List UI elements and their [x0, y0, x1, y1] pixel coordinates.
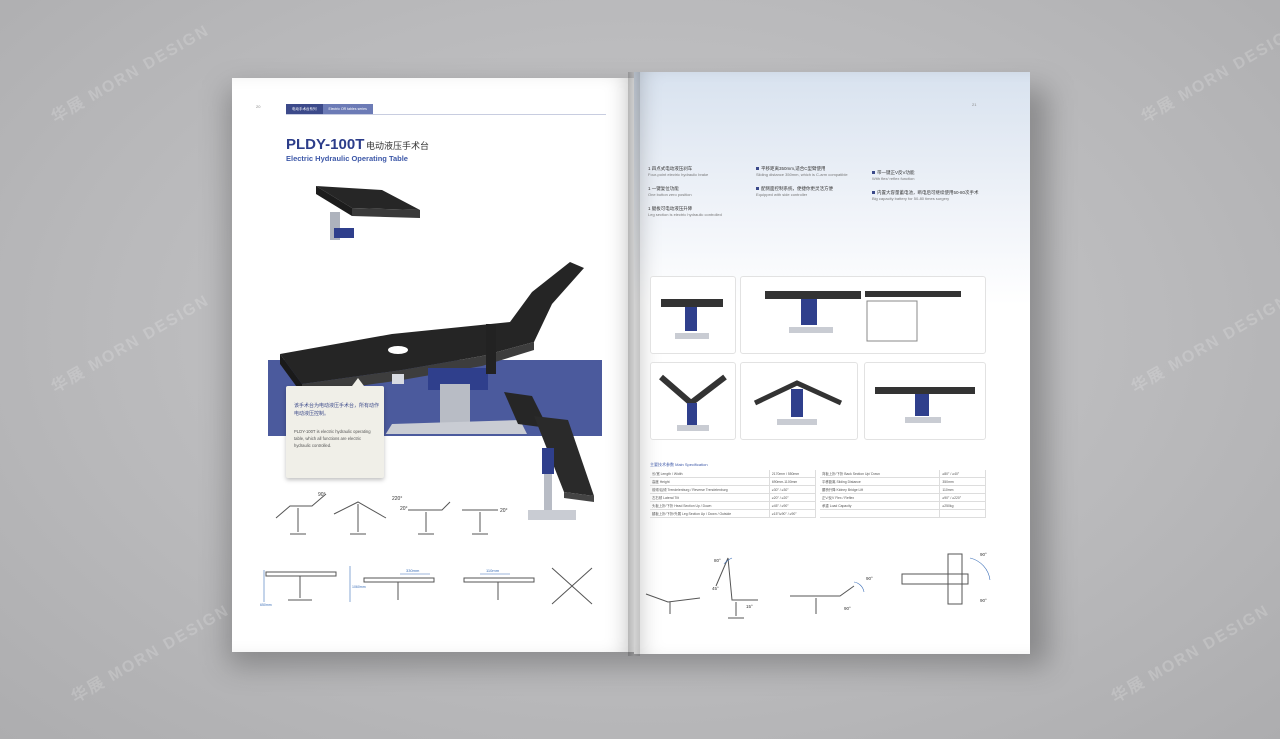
table-row: 前倾/后倾 Trendelenburg / Reverse Trendelenb… [650, 485, 817, 494]
watermark: 华展 MORN DESIGN [1108, 602, 1273, 707]
table-row: 背板上折/下折 Back Section Up/ Down≥80° / ≥40° [820, 470, 986, 478]
diagram-label-90-c: 90° [980, 552, 987, 557]
dim-label-20-b: 20° [500, 508, 508, 514]
watermark: 华展 MORN DESIGN [48, 292, 213, 397]
diagram-label-15: 15° [746, 604, 753, 609]
table-row [820, 509, 986, 518]
watermark: 华展 MORN DESIGN [68, 602, 233, 707]
small-table-image [316, 186, 420, 240]
page-number-right: 21 [972, 102, 977, 107]
header-tabs: 电动手术台系列 Electric OR tables series [286, 104, 373, 114]
photo-table-flat [650, 276, 736, 354]
bullet-icon [872, 171, 875, 175]
left-page: 20 电动手术台系列 Electric OR tables series PLD… [232, 78, 634, 652]
callout-text-en: PLDY-100T is electric hydraulic operatin… [294, 429, 371, 448]
dim-label-1060mm: 1060mm [352, 585, 366, 589]
book-spine [628, 72, 640, 656]
header-rule [286, 114, 606, 115]
bullet-icon [872, 191, 875, 195]
diagram-label-80: 80° [714, 558, 721, 563]
watermark: 华展 MORN DESIGN [1138, 22, 1280, 127]
dim-label-220: 220° [392, 496, 402, 502]
bullet-icon [756, 167, 759, 171]
dim-label-90: 90° [318, 492, 326, 498]
diagram-label-90-b: 90° [844, 606, 851, 611]
dim-label-20-a: 20° [400, 506, 408, 512]
product-subtitle: Electric Hydraulic Operating Table [286, 154, 408, 163]
product-title: PLDY-100T [286, 136, 365, 153]
watermark: 华展 MORN DESIGN [1128, 292, 1280, 397]
photo-table-side [864, 362, 986, 440]
diagram-label-45: 45° [712, 586, 719, 591]
photo-table-v-position [650, 362, 736, 440]
table-row: 左右倾 Lateral Tilt≥20° / ≥20° [650, 493, 817, 502]
page-number-left: 20 [256, 104, 261, 109]
spec-table-right: 背板上折/下折 Back Section Up/ Down≥80° / ≥40°… [820, 470, 986, 518]
spec-title: 主要技术参数 Main Specification [650, 462, 708, 467]
dimension-diagrams: 330mm 110mm 1060mm 650mm [260, 566, 593, 607]
header-tab-series-cn: 电动手术台系列 [286, 104, 323, 114]
photo-table-extended [740, 276, 986, 354]
product-title-cn: 电动液压手术台 [366, 141, 430, 151]
flex-table-image [504, 392, 594, 520]
dim-label-330mm: 330mm [406, 568, 420, 573]
diagram-label-90-d: 90° [980, 598, 987, 603]
callout-text-cn: 该手术台为电动液压手术台，所有动作电动液压控制。 [294, 403, 380, 417]
table-row: 腿板上折/下折/外展 Leg Section Up / Down / Outsi… [650, 509, 817, 518]
table-row: 头板上折/下折 Head Section Up / Down≥45° / ≥90… [650, 501, 817, 510]
movement-diagrams: 80° 45° 15° 90° 90° 90° 90° [645, 552, 991, 619]
photo-table-flex [740, 362, 858, 440]
diagram-label-90-a: 90° [866, 576, 873, 581]
description-callout: 该手术台为电动液压手术台，所有动作电动液压控制。 PLDY-100T is el… [286, 378, 384, 478]
dim-label-650mm: 650mm [260, 603, 272, 607]
table-row: 正V/反V Flex / Reflex≥90° / ≥220° [820, 493, 986, 502]
table-row: 承重 Load Capacity≥250kg [820, 501, 986, 510]
watermark: 华展 MORN DESIGN [48, 22, 213, 127]
angle-diagrams: 90° 220° 20° 20° [275, 492, 508, 535]
dim-label-110mm: 110mm [486, 568, 500, 573]
bullet-icon [756, 187, 759, 191]
header-tab-series-en: Electric OR tables series [322, 104, 373, 114]
